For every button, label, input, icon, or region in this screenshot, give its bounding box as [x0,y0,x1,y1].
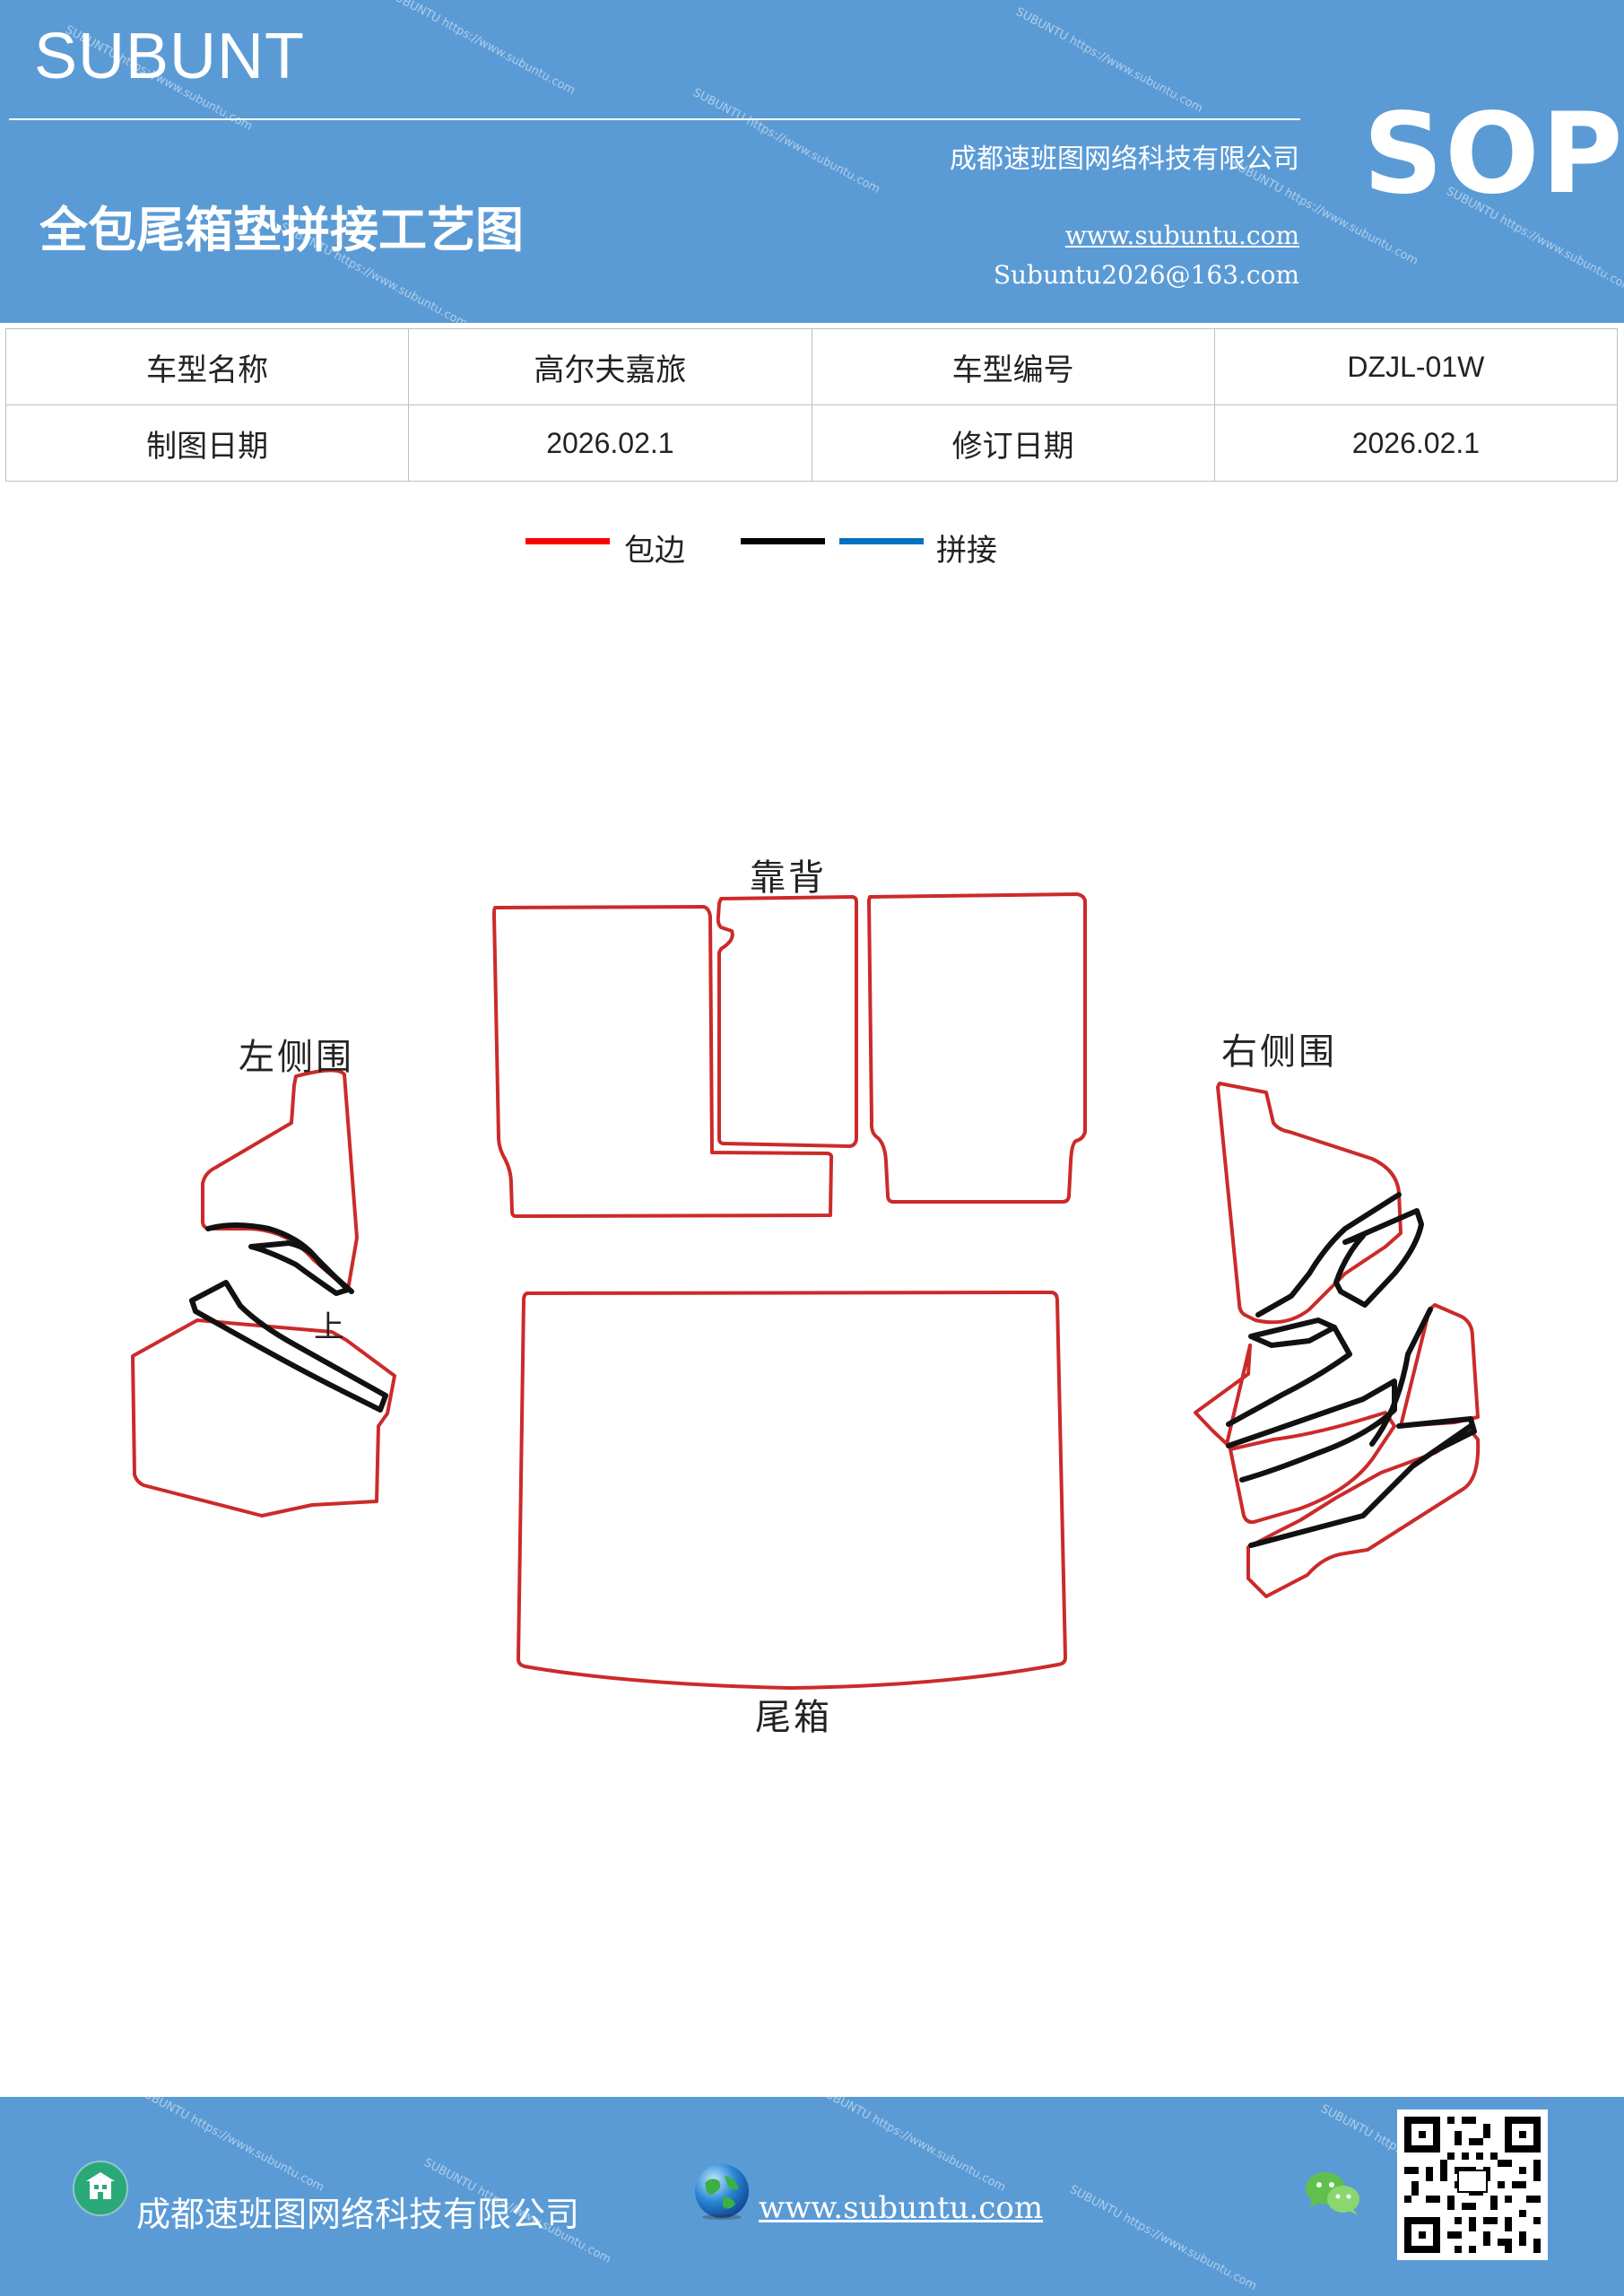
backrest-label: 靠背 [750,857,827,899]
watermark: SUBUNTU https://www.subuntu.com [1067,2182,1259,2294]
qr-code [1397,2109,1548,2264]
footer-banner: SUBUNTU https://www.subuntu.com SUBUNTU … [0,2084,1624,2296]
right-seam-4 [1248,1318,1337,1348]
watermark: SUBUNTU https://www.subuntu.com [1013,4,1205,117]
watermark: SUBUNTU https://www.subuntu.com [386,0,578,99]
right-seam-8 [1369,1307,1433,1447]
backrest-middle-panel [716,895,858,1148]
left-seam-2 [248,1240,351,1296]
trunk-mat-diagram: 靠背 左侧围 右侧围 尾箱 上 [0,807,1624,1776]
right-seam-6 [1396,1416,1477,1454]
right-side-upper-panel [1216,1082,1403,1325]
document-title: 全包尾箱垫拼接工艺图 [39,202,524,258]
globe-icon [692,2161,751,2224]
legend-label-edge: 包边 [624,533,685,569]
vehicle-info-table: 车型名称 高尔夫嘉旅 车型编号 DZJL-01W 制图日期 2026.02.1 … [4,328,1619,482]
legend-swatch-red [525,538,610,544]
model-name-value: 高尔夫嘉旅 [408,328,812,405]
sop-badge: SOP [1363,90,1624,219]
table-row: 制图日期 2026.02.1 修订日期 2026.02.1 [4,404,1619,482]
legend-swatch-black [741,538,825,544]
header-divider [9,118,1300,120]
watermark: SUBUNTU https://www.subuntu.com [135,2083,326,2196]
left-seam-3 [189,1280,388,1413]
trunk-floor-panel [517,1291,1067,1690]
backrest-right-panel [867,892,1087,1204]
wechat-icon[interactable] [1302,2167,1365,2224]
right-seam-7 [1248,1423,1473,1548]
header-banner: SUBUNTU https://www.subuntu.com SUBUNTU … [0,0,1624,331]
model-code-value: DZJL-01W [1213,328,1619,405]
line-legend: 包边 拼接 [0,526,1624,570]
model-name-label: 车型名称 [4,328,410,405]
up-direction-mark: 上 [314,1309,347,1345]
right-seam-3 [1226,1325,1352,1427]
mat-pieces-drawing [131,892,1481,1690]
backrest-left-panel [492,905,834,1218]
right-side-bottom-panel [1246,1429,1481,1598]
email-address[interactable]: Subuntu2026@163.com [993,260,1299,290]
left-side-lower-panel [131,1318,396,1518]
trunk-label: 尾箱 [755,1697,832,1738]
model-code-label: 车型编号 [811,328,1215,405]
brand-name: SUBUNT [34,21,306,92]
right-side-mid-panel [1229,1411,1396,1525]
website-link[interactable]: www.subuntu.com [1064,221,1299,250]
right-side-wing-panel [1194,1344,1252,1446]
legend-label-seam: 拼接 [936,533,997,569]
left-side-upper-panel [201,1068,359,1292]
footer-company-name: 成都速班图网络科技有限公司 [136,2195,580,2234]
revision-date-label: 修订日期 [811,404,1215,482]
table-row: 车型名称 高尔夫嘉旅 车型编号 DZJL-01W [4,328,1619,405]
legend-swatch-blue [839,538,924,544]
right-side-label: 右侧围 [1221,1031,1337,1073]
drawing-date-label: 制图日期 [4,404,410,482]
footer-website-link[interactable]: www.subuntu.com [759,2190,1044,2226]
watermark: SUBUNTU https://www.subuntu.com [690,85,882,197]
right-seam-1 [1255,1192,1402,1318]
watermark: SUBUNTU https://www.subuntu.com [816,2083,1008,2196]
right-side-lower-panel [1399,1303,1480,1428]
drawing-date-value: 2026.02.1 [408,404,812,482]
building-icon [72,2160,129,2221]
left-side-label: 左侧围 [239,1037,354,1078]
right-seam-2 [1333,1208,1424,1308]
revision-date-value: 2026.02.1 [1213,404,1619,482]
company-name: 成都速班图网络科技有限公司 [950,144,1299,175]
